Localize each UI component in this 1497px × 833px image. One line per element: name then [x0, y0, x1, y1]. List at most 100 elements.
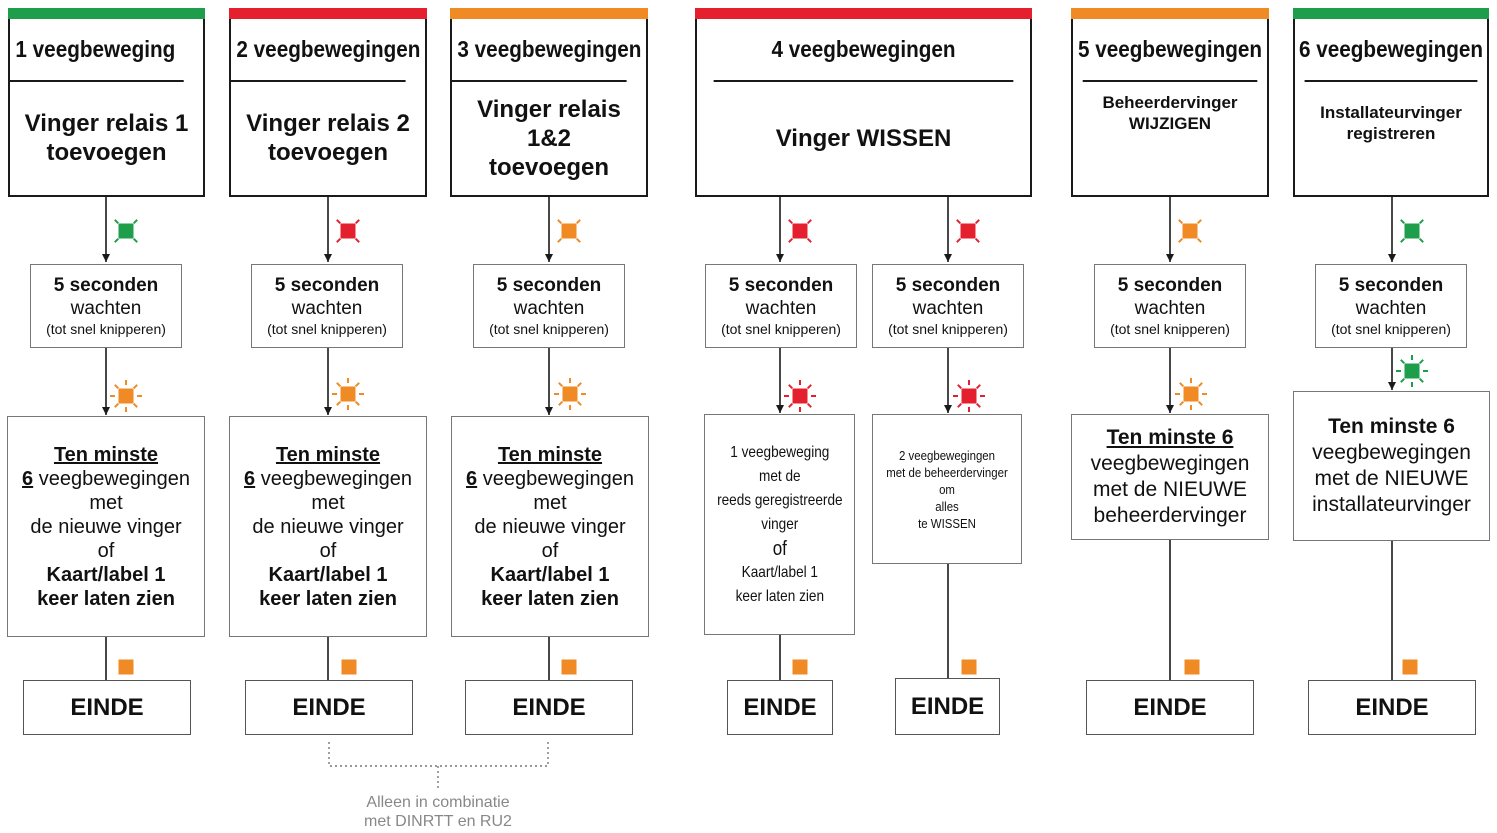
led-orange-icon	[1184, 659, 1200, 675]
led-orange-icon	[792, 659, 808, 675]
swipe-count-title: 2 veegbewegingen	[231, 19, 420, 82]
delete-all-instruction: 2 veegbewegingen met de beheerdervinger …	[872, 414, 1022, 564]
led-ray	[806, 402, 812, 408]
led-ray	[1179, 400, 1185, 406]
led-ray	[788, 384, 794, 390]
led-ray	[132, 237, 138, 243]
admin-finger-instruction: Ten minste 6 veegbewegingen met de NIEUW…	[1071, 414, 1269, 540]
led-orange-icon	[961, 659, 977, 675]
led-ray	[1418, 359, 1424, 365]
led-red-icon	[784, 380, 816, 412]
led-ray	[974, 219, 980, 225]
arrow-head	[1388, 382, 1396, 390]
led-orange-icon	[341, 659, 357, 675]
status-bar-red	[229, 8, 427, 19]
led-ray	[788, 219, 794, 225]
led-ray	[788, 237, 794, 243]
led-red-icon	[336, 219, 360, 243]
led-ray	[558, 400, 564, 406]
led-ray	[957, 384, 963, 390]
end-box: EINDE	[23, 680, 191, 735]
swipe-count-title: 5 veegbewegingen	[1078, 19, 1262, 82]
led-ray	[336, 400, 342, 406]
end-box: EINDE	[1308, 680, 1476, 735]
led-ray	[975, 384, 981, 390]
led-ray	[1197, 382, 1203, 388]
led-ray	[975, 402, 981, 408]
led-red-icon	[956, 219, 980, 243]
led-ray	[974, 237, 980, 243]
relay-1-instruction: Ten minste 6 veegbewegingen met de nieuw…	[7, 416, 205, 637]
led-ray	[1196, 219, 1202, 225]
led-ray	[557, 237, 563, 243]
delete-single-instruction: 1 veegbeweging met de reeds geregistreer…	[704, 414, 855, 635]
led-ray	[806, 219, 812, 225]
arrow-head	[324, 254, 332, 262]
arrow-head	[944, 254, 952, 262]
led-ray	[114, 219, 120, 225]
led-ray	[557, 219, 563, 225]
arrow-head	[102, 254, 110, 262]
arrow-head	[1388, 254, 1396, 262]
led-orange-icon	[557, 219, 581, 243]
led-ray	[114, 402, 120, 408]
led-green-icon	[114, 219, 138, 243]
led-orange-icon	[1178, 219, 1202, 243]
led-ray	[132, 384, 138, 390]
led-ray	[132, 402, 138, 408]
led-ray	[575, 237, 581, 243]
led-ray	[1400, 359, 1406, 365]
led-ray	[788, 402, 794, 408]
led-orange-icon	[554, 378, 586, 410]
led-ray	[806, 237, 812, 243]
led-ray	[132, 219, 138, 225]
status-bar-orange	[450, 8, 648, 19]
led-ray	[1418, 219, 1424, 225]
status-bar-green	[1293, 8, 1489, 19]
led-ray	[354, 219, 360, 225]
arrow-head	[545, 407, 553, 415]
led-red-icon	[788, 219, 812, 243]
arrow-head	[1166, 405, 1174, 413]
end-box: EINDE	[465, 680, 633, 735]
led-ray	[336, 237, 342, 243]
end-box: EINDE	[1086, 680, 1254, 735]
led-orange-icon	[332, 378, 364, 410]
led-orange-icon	[110, 380, 142, 412]
led-ray	[1179, 382, 1185, 388]
arrow-head	[776, 254, 784, 262]
header-4-swipes: 4 veegbewegingen Vinger WISSEN	[695, 8, 1032, 197]
led-ray	[1400, 219, 1406, 225]
led-ray	[336, 219, 342, 225]
arrow-head	[102, 407, 110, 415]
led-ray	[806, 384, 812, 390]
led-ray	[114, 237, 120, 243]
led-green-icon	[1400, 219, 1424, 243]
led-ray	[1400, 377, 1406, 383]
led-ray	[956, 237, 962, 243]
status-bar-red	[695, 8, 1032, 19]
led-ray	[114, 384, 120, 390]
arrow-head	[1166, 254, 1174, 262]
led-ray	[576, 400, 582, 406]
status-bar-green	[8, 8, 205, 19]
led-ray	[957, 402, 963, 408]
relay-2-instruction: Ten minste 6 veegbewegingen met de nieuw…	[229, 416, 427, 637]
led-ray	[354, 237, 360, 243]
